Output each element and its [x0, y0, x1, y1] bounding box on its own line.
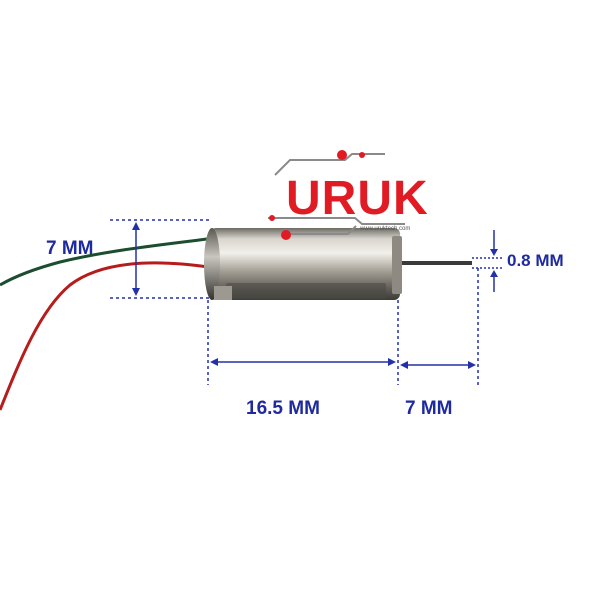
arrow-right-icon [388, 358, 396, 366]
arrow-up-icon [132, 222, 140, 230]
arrow-down-icon [132, 288, 140, 296]
green-wire [0, 236, 216, 287]
shaft-length-label: 7 MM [405, 398, 453, 419]
logo-text: URUK [286, 172, 429, 225]
logo-website: www.uruktech.com [359, 226, 410, 232]
shaft-diameter-dimension [472, 230, 502, 292]
arrow-right-icon [468, 361, 476, 369]
arrow-left-icon [210, 358, 218, 366]
logo-dot-icon [359, 152, 365, 158]
logo-dot-icon [337, 150, 347, 160]
diameter-dimension [110, 219, 212, 299]
arrow-down-icon [490, 249, 498, 256]
arrow-left-icon [400, 361, 408, 369]
logo-dot-icon [281, 230, 291, 240]
motor-diameter-label: 7 MM [46, 238, 94, 259]
motor-length-label: 16.5 MM [246, 398, 320, 419]
motor-body [204, 228, 402, 300]
motor-shaft [402, 261, 472, 265]
length-dimension [207, 268, 479, 385]
arrow-up-icon [490, 270, 498, 277]
red-wire [0, 261, 216, 411]
shaft-diameter-label: 0.8 MM [507, 251, 564, 270]
logo-dot-icon [269, 215, 275, 221]
